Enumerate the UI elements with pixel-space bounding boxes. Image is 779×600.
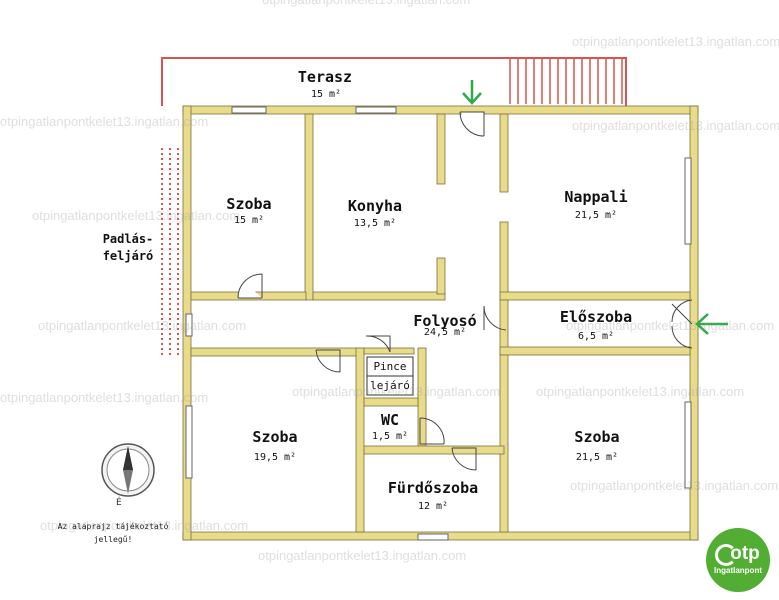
doors xyxy=(237,111,693,471)
room-name-terasz: Terasz xyxy=(297,68,353,86)
room-area-szoba-right: 21,5 m² xyxy=(575,452,619,463)
room-name-konyha: Konyha xyxy=(347,197,403,215)
otp-swoosh-icon xyxy=(715,544,737,566)
compass-icon xyxy=(101,443,155,497)
basement-stairs-label-1: Pince xyxy=(373,360,407,373)
terrace-stairs xyxy=(509,58,623,104)
attic-stairs-label-1: Padlás- xyxy=(102,232,154,246)
room-name-szoba-right: Szoba xyxy=(574,428,620,446)
attic-stairs xyxy=(161,148,187,355)
room-area-konyha: 13,5 m² xyxy=(353,218,397,229)
room-area-furdoszoba: 12 m² xyxy=(417,501,449,512)
disclaimer-line-2: jellegű! xyxy=(93,535,133,544)
room-name-szoba-left: Szoba xyxy=(252,428,298,446)
room-area-eloszoba: 6,5 m² xyxy=(577,331,615,342)
logo-subtitle: Ingatlanpont xyxy=(714,566,762,575)
room-area-wc: 1,5 m² xyxy=(371,431,409,442)
room-area-folyoso: 24,5 m² xyxy=(423,327,467,338)
logo-brand: otp xyxy=(730,543,760,564)
terrace-outline xyxy=(161,57,627,106)
entrance-arrows xyxy=(462,80,728,335)
room-name-furdoszoba: Fürdőszoba xyxy=(387,479,479,497)
room-name-folyoso: Folyosó xyxy=(413,312,477,330)
room-area-szoba-top: 15 m² xyxy=(233,215,265,226)
room-area-nappali: 21,5 m² xyxy=(574,210,618,221)
attic-stairs-label-2: feljáró xyxy=(102,249,154,263)
room-name-eloszoba: Előszoba xyxy=(559,308,633,326)
basement-stairs xyxy=(366,356,414,396)
compass-north-label: É xyxy=(116,498,122,508)
room-name-wc: WC xyxy=(380,411,400,429)
disclaimer-line-1: Az alaprajz tájékoztató xyxy=(57,522,169,531)
otp-ingatlanpont-logo: otp Ingatlanpont xyxy=(706,528,770,592)
disclaimer-note: Az alaprajz tájékoztató jellegű! xyxy=(48,520,178,546)
windows xyxy=(185,106,692,541)
room-name-nappali: Nappali xyxy=(564,188,628,206)
room-area-szoba-left: 19,5 m² xyxy=(253,452,297,463)
room-name-szoba-top: Szoba xyxy=(226,195,272,213)
basement-stairs-label-2: lejáró xyxy=(370,379,410,392)
room-area-terasz: 15 m² xyxy=(310,89,342,100)
